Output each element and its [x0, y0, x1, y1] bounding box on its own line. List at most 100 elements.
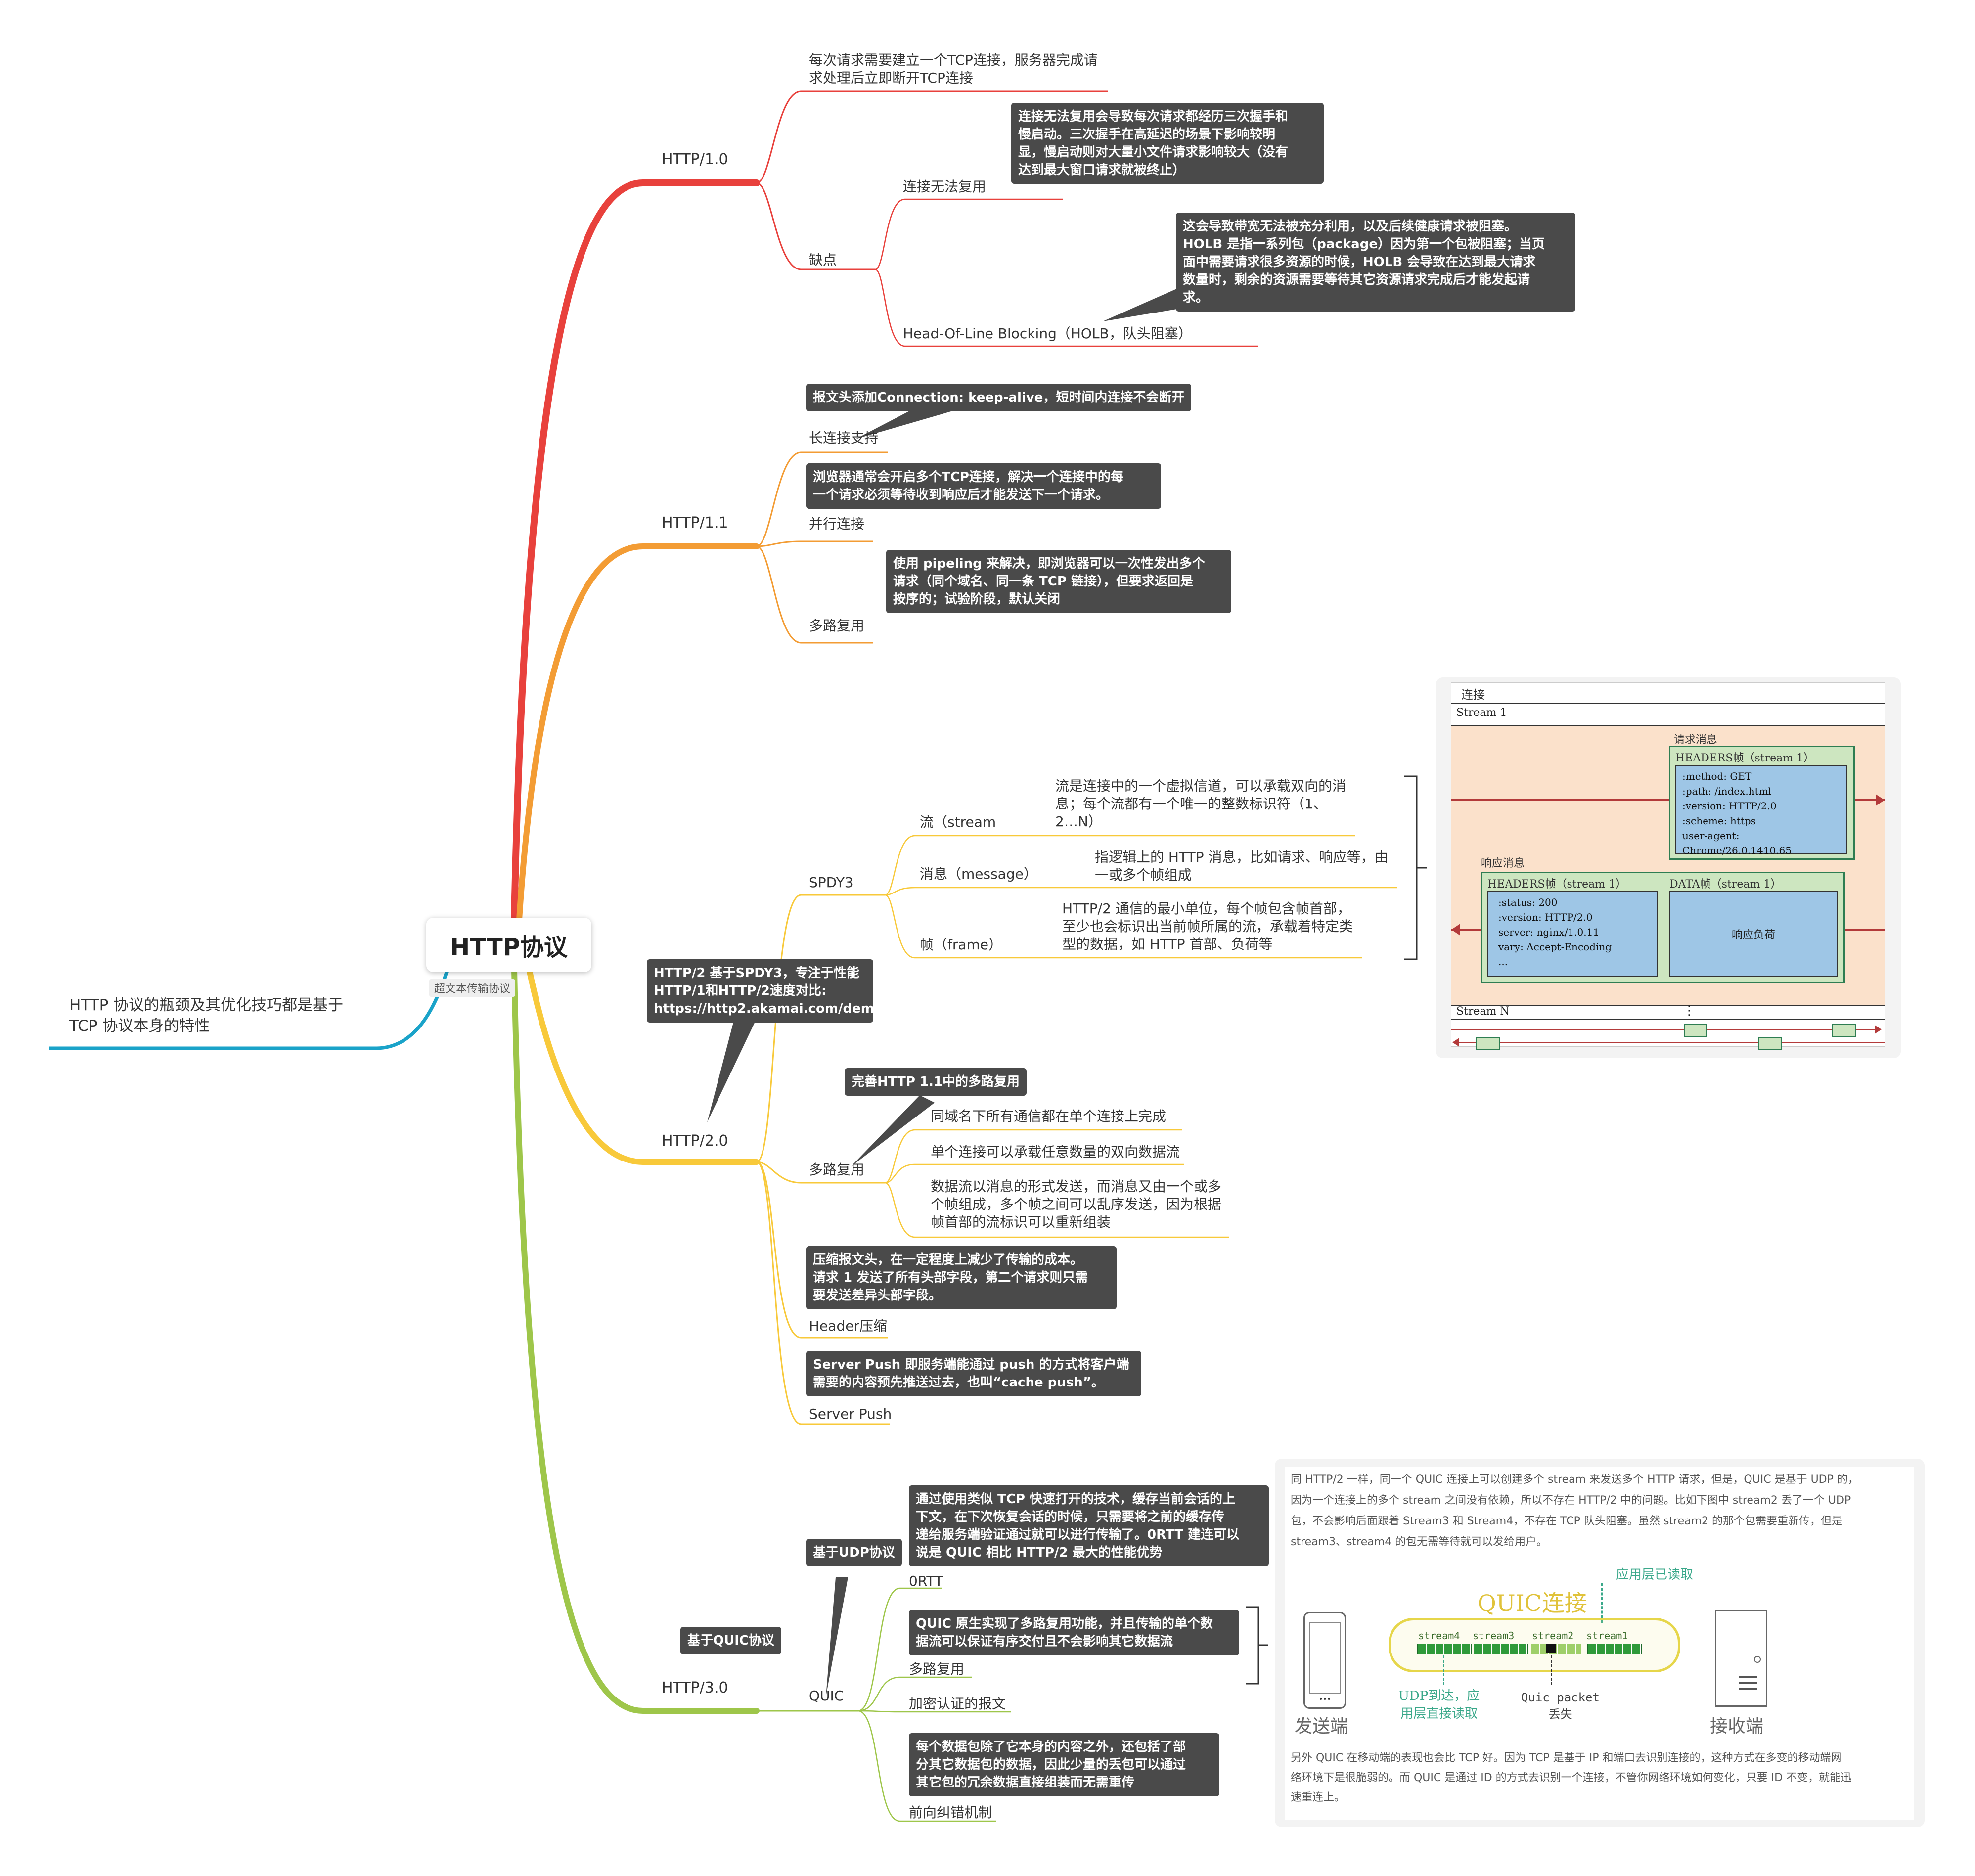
- note-http2-mux[interactable]: 完善HTTP 1.1中的多路复用: [845, 1068, 1027, 1096]
- fig-response-lines: :status: 200 :version: HTTP/2.0 server: …: [1498, 896, 1612, 968]
- node-message[interactable]: 消息（message）: [920, 866, 1037, 882]
- note-spdy[interactable]: HTTP/2 基于SPDY3，专注于性能 HTTP/1和HTTP/2速度对比: …: [647, 959, 883, 1023]
- left-note[interactable]: HTTP 协议的瓶颈及其优化技巧都是基于 TCP 协议本身的特性: [69, 996, 344, 1035]
- quic-figure: 同 HTTP/2 一样，同一个 QUIC 连接上可以创建多个 stream 来发…: [1275, 1459, 1925, 1827]
- fig-data-frame-title: DATA帧（stream 1）: [1669, 878, 1782, 891]
- node-tls[interactable]: 加密认证的报文: [909, 1696, 1006, 1712]
- note-udp[interactable]: 基于UDP协议: [806, 1539, 902, 1566]
- node-holb[interactable]: Head-Of-Line Blocking（HOLB，队头阻塞）: [903, 325, 1192, 342]
- node-push[interactable]: Server Push: [809, 1406, 892, 1422]
- note-0rtt[interactable]: 通过使用类似 TCP 快速打开的技术，缓存当前会话的上 下文，在下次恢复会话的时…: [909, 1485, 1269, 1566]
- note-no-reuse[interactable]: 连接无法复用会导致每次请求都经历三次握手和 慢启动。三次握手在高延迟的场景下影响…: [1011, 103, 1324, 184]
- node-http11-mux[interactable]: 多路复用: [809, 618, 865, 634]
- fig-streamN-frame: [1476, 1037, 1500, 1050]
- fig-streamN-label: Stream N: [1456, 1005, 1510, 1018]
- fig-ellipsis: ⋮: [1683, 1003, 1696, 1018]
- quic-stream3-label: stream3: [1473, 1630, 1515, 1642]
- fig-headers-response-title: HEADERS帧（stream 1）: [1487, 878, 1627, 891]
- quic-stream2-packets: [1531, 1644, 1581, 1654]
- callout-pointer: [851, 1095, 935, 1167]
- note-quic-mux[interactable]: QUIC 原生实现了多路复用功能，并且传输的单个数 据流可以保证有序交付且不会影…: [909, 1610, 1239, 1655]
- fig-streamN-frame: [1758, 1037, 1782, 1050]
- fig-stream1-label: Stream 1: [1456, 707, 1507, 719]
- note-keepalive[interactable]: 报文头添加Connection: keep-alive，短时间内连接不会断开: [806, 384, 1192, 411]
- fig-streamN-frame: [1832, 1024, 1856, 1037]
- node-http10[interactable]: HTTP/1.0: [662, 151, 728, 168]
- node-0rtt[interactable]: 0RTT: [909, 1573, 943, 1589]
- node-no-reuse[interactable]: 连接无法复用: [903, 179, 987, 195]
- quic-app-read: 应用层已读取: [1616, 1567, 1694, 1582]
- node-stream[interactable]: 流（stream: [920, 814, 996, 830]
- fig-request-arrow: [1451, 799, 1885, 801]
- fig-stream1-area: 请求消息 HEADERS帧（stream 1） :method: GET :pa…: [1451, 725, 1885, 1006]
- fig-request-msg: 请求消息: [1674, 734, 1718, 746]
- note-push[interactable]: Server Push 即服务端能通过 push 的方式将客户端 需要的内容预先…: [806, 1351, 1141, 1396]
- quic-bottom-text: 另外 QUIC 在移动端的表现也会比 TCP 好。因为 TCP 是基于 IP 和…: [1291, 1752, 1852, 1804]
- note-parallel[interactable]: 浏览器通常会开启多个TCP连接，解决一个连接中的每 一个请求必须等待收到响应后才…: [806, 463, 1161, 509]
- fig-headers-request-title: HEADERS帧（stream 1）: [1675, 752, 1815, 764]
- frames-figure: 连接 Stream 1 请求消息 HEADERS帧（stream 1） :met…: [1436, 677, 1901, 1058]
- node-hpack[interactable]: Header压缩: [809, 1318, 887, 1334]
- node-frame-desc[interactable]: HTTP/2 通信的最小单位，每个帧包含帧首部， 至少也会标识出当前帧所属的流，…: [1062, 900, 1353, 952]
- node-frame[interactable]: 帧（frame）: [920, 937, 1003, 953]
- fig-request-lines: :method: GET :path: /index.html :version…: [1682, 770, 1792, 856]
- node-parallel[interactable]: 并行连接: [809, 516, 865, 532]
- quic-title: QUIC连接: [1478, 1590, 1587, 1616]
- node-mux-1[interactable]: 同域名下所有通信都在单个连接上完成: [931, 1108, 1167, 1124]
- quic-udp-arrive: UDP到达，应 用层直接读取: [1398, 1689, 1480, 1721]
- node-quic[interactable]: QUIC: [809, 1688, 844, 1704]
- callout-pointer: [707, 1019, 757, 1122]
- frames-canvas: 连接 Stream 1 请求消息 HEADERS帧（stream 1） :met…: [1451, 682, 1885, 1050]
- fig-streamN-frame: [1684, 1024, 1707, 1037]
- quic-stream4-label: stream4: [1418, 1630, 1460, 1642]
- node-spdy3[interactable]: SPDY3: [809, 874, 853, 891]
- fig-connection-label: 连接: [1461, 688, 1485, 702]
- node-http10-defects[interactable]: 缺点: [809, 252, 837, 268]
- quic-stream4-packets: [1417, 1644, 1472, 1654]
- quic-lost-packet: [1546, 1644, 1556, 1653]
- quic-stream2-label: stream2: [1532, 1630, 1574, 1642]
- note-holb[interactable]: 这会导致带宽无法被充分利用，以及后续健康请求被阻塞。 HOLB 是指一系列包（p…: [1176, 213, 1575, 312]
- node-quic-mux[interactable]: 多路复用: [909, 1661, 965, 1677]
- node-mux-2[interactable]: 单个连接可以承载任意数量的双向数据流: [931, 1144, 1180, 1160]
- branch-http30: [511, 966, 760, 1714]
- branch-http11: [516, 543, 760, 923]
- quic-top-text: 同 HTTP/2 一样，同一个 QUIC 连接上可以创建多个 stream 来发…: [1291, 1474, 1859, 1548]
- callout-pointer: [1103, 284, 1192, 321]
- quic-stream1-label: stream1: [1586, 1630, 1628, 1642]
- quic-receiver: 接收端: [1710, 1716, 1764, 1737]
- node-http20[interactable]: HTTP/2.0: [662, 1132, 728, 1150]
- fig-response-frames: HEADERS帧（stream 1） :status: 200 :version…: [1481, 872, 1845, 983]
- node-mux-3[interactable]: 数据流以消息的形式发送，而消息又由一个或多 个帧组成，多个帧之间可以乱序发送，因…: [931, 1178, 1222, 1230]
- node-http10-desc[interactable]: 每次请求需要建立一个TCP连接，服务器完成请 求处理后立即断开TCP连接: [809, 52, 1098, 86]
- branch-http10: [511, 179, 760, 923]
- phone-icon: •••: [1303, 1612, 1346, 1709]
- callout-pointer: [826, 1577, 848, 1697]
- fig-response-msg: 响应消息: [1481, 857, 1525, 870]
- branch-http20: [526, 966, 760, 1165]
- quic-packet-lost: Quic packet 丢失: [1521, 1691, 1600, 1721]
- node-message-desc[interactable]: 指逻辑上的 HTTP 消息，比如请求、响应等，由 一或多个帧组成: [1095, 849, 1389, 883]
- quic-sender: 发送端: [1295, 1716, 1348, 1737]
- bracket-spdy3: [1404, 775, 1427, 960]
- quic-stream1-packets: [1587, 1644, 1642, 1654]
- note-fec[interactable]: 每个数据包除了它本身的内容之外，还包括了部 分其它数据包的数据，因此少量的丢包可…: [909, 1733, 1219, 1796]
- node-http11[interactable]: HTTP/1.1: [662, 514, 728, 532]
- node-http30[interactable]: HTTP/3.0: [662, 1679, 728, 1697]
- quic-stream3-packets: [1474, 1644, 1528, 1654]
- note-hpack[interactable]: 压缩报文头，在一定程度上减少了传输的成本。 请求 1 发送了所有头部字段，第二个…: [806, 1246, 1117, 1309]
- node-keepalive[interactable]: 长连接支持: [809, 430, 879, 446]
- central-topic[interactable]: HTTP协议: [426, 918, 591, 972]
- fig-payload: 响应负荷: [1731, 929, 1775, 941]
- note-quic-protocol[interactable]: 基于QUIC协议: [680, 1627, 781, 1654]
- fig-headers-request: HEADERS帧（stream 1） :method: GET :path: /…: [1669, 746, 1855, 860]
- node-stream-desc[interactable]: 流是连接中的一个虚拟信道，可以承载双向的消 息；每个流都有一个唯一的整数标识符（…: [1055, 778, 1347, 830]
- note-http11-mux[interactable]: 使用 pipeling 来解决，即浏览器可以一次性发出多个 请求（同个域名、同一…: [886, 550, 1231, 613]
- bracket-quic-mux: [1246, 1606, 1268, 1685]
- central-subtitle: 超文本传输协议: [429, 979, 516, 997]
- node-http2-mux[interactable]: 多路复用: [809, 1161, 865, 1178]
- node-fec[interactable]: 前向纠错机制: [909, 1804, 992, 1821]
- callout-pointer: [855, 403, 954, 439]
- server-icon: [1715, 1610, 1767, 1707]
- quic-canvas: 同 HTTP/2 一样，同一个 QUIC 连接上可以创建多个 stream 来发…: [1285, 1467, 1914, 1820]
